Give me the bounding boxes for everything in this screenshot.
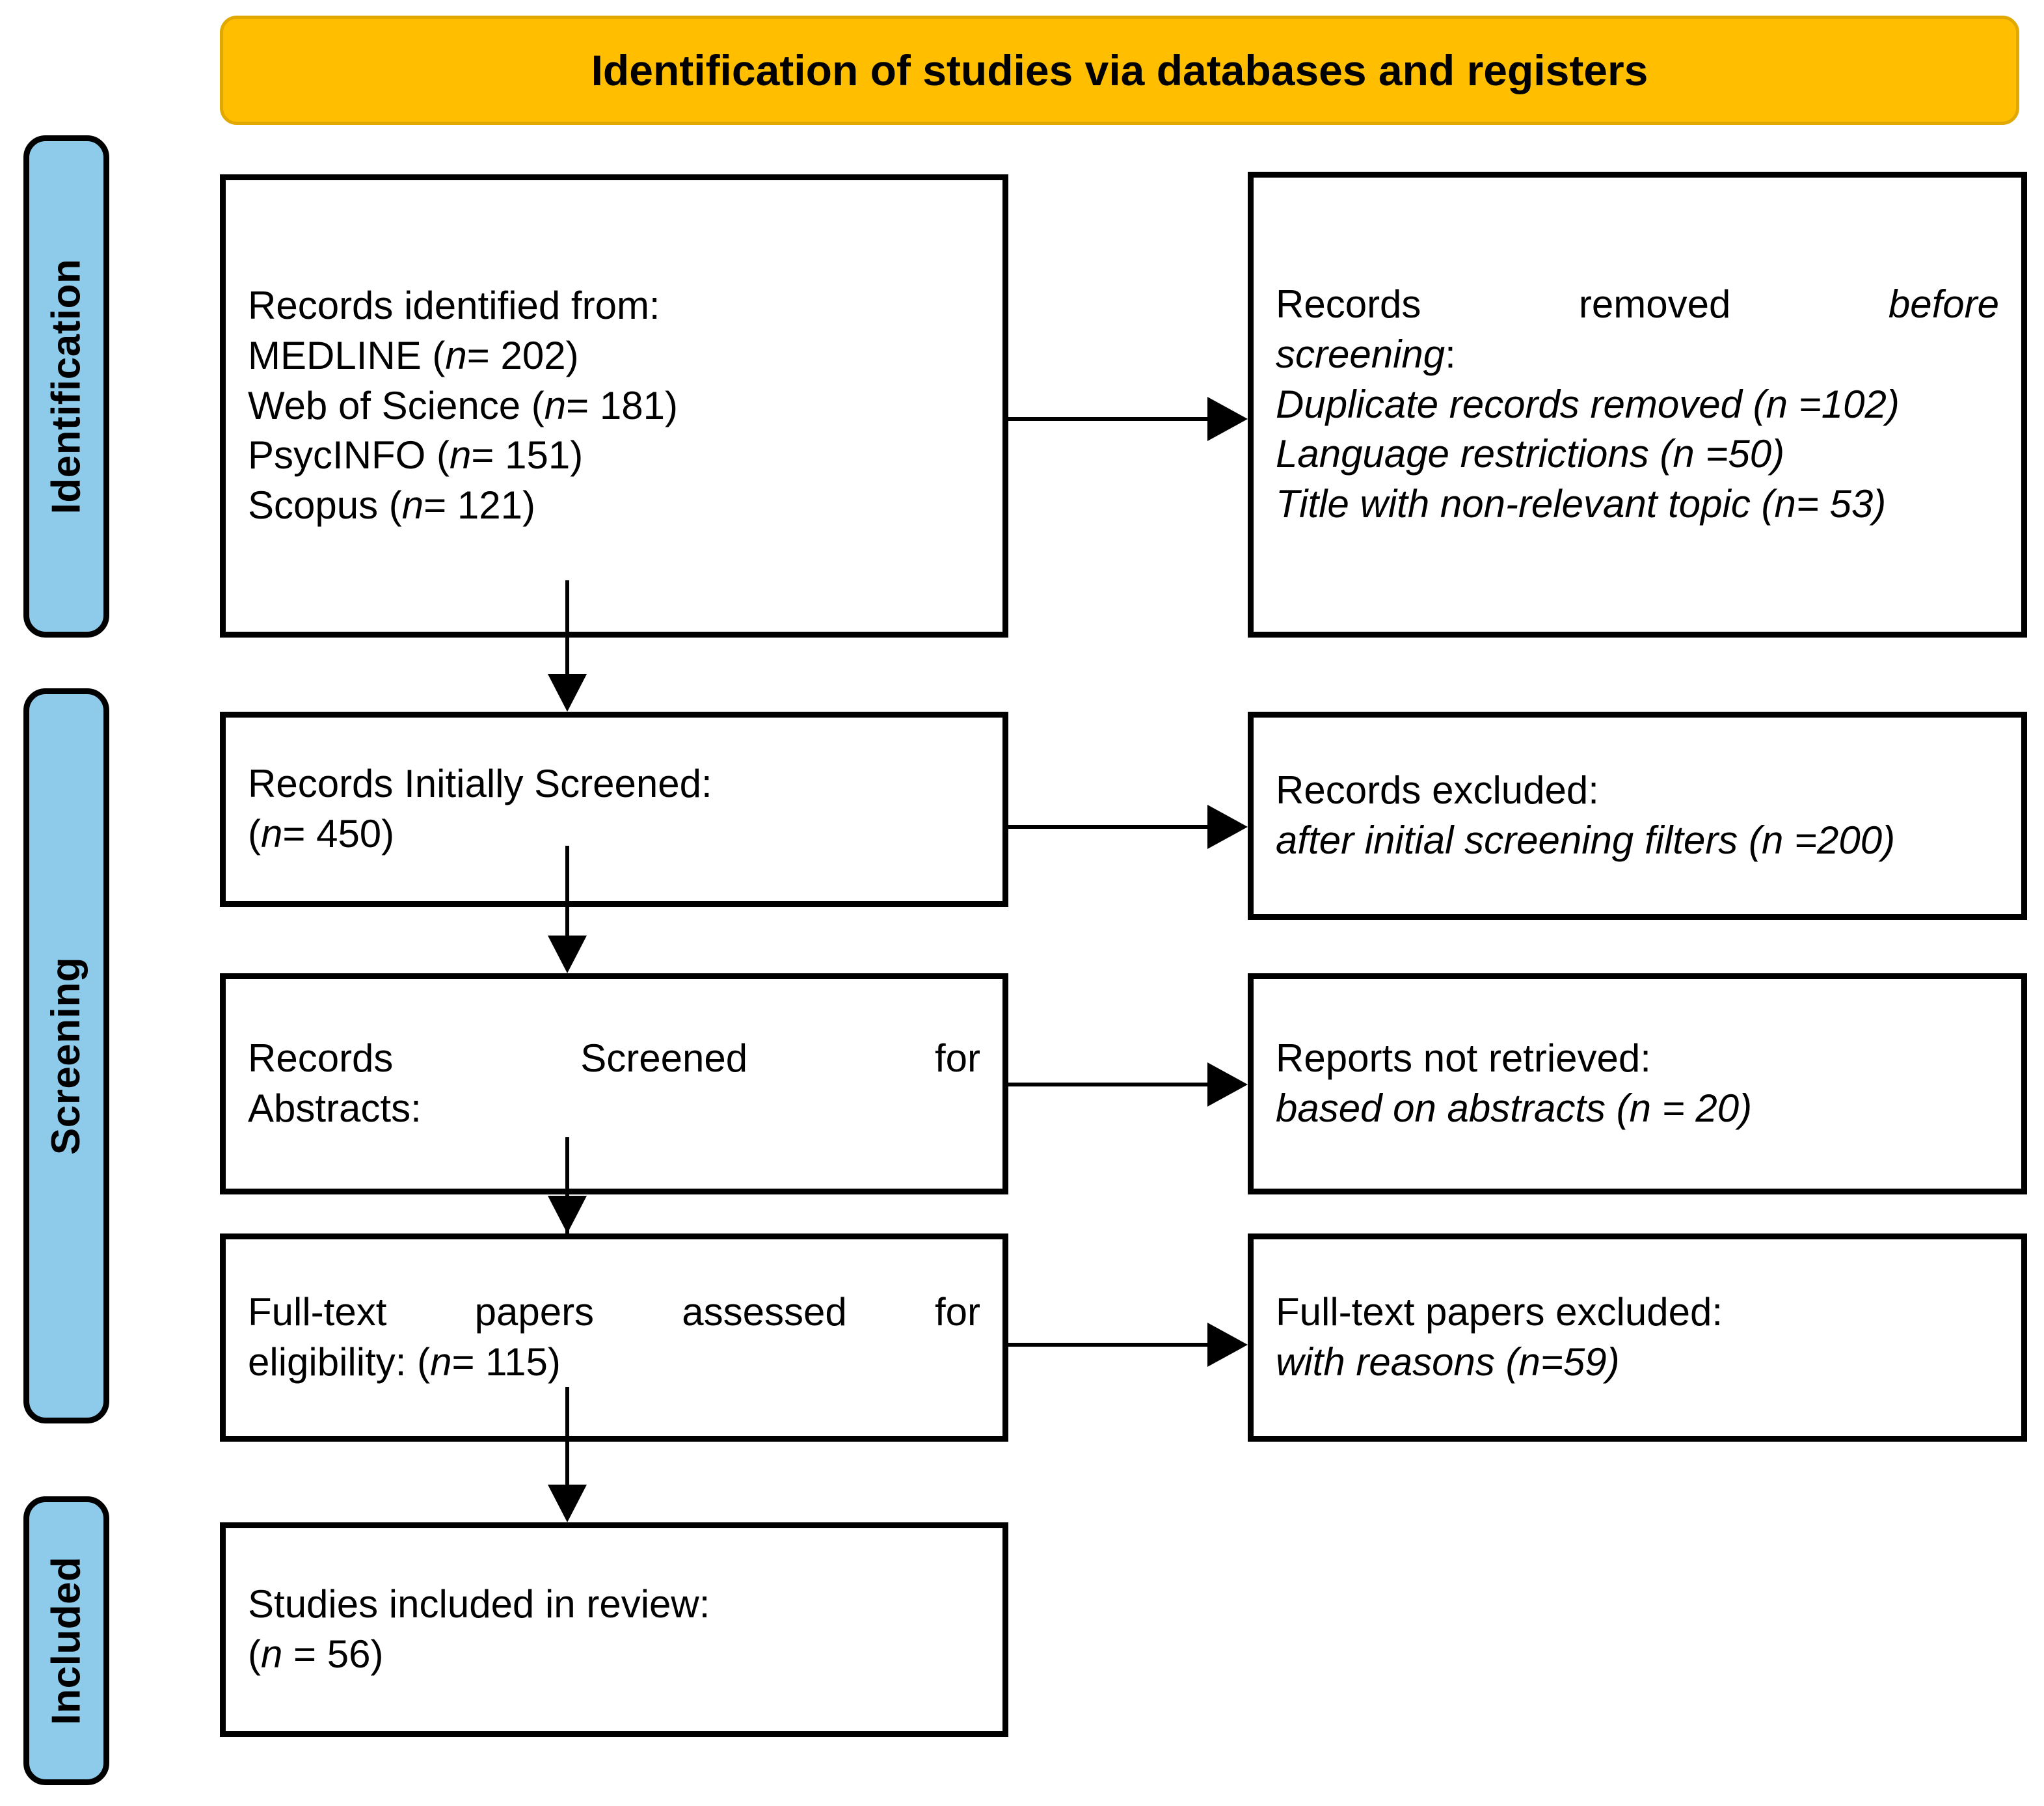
not-retrieved-detail: based on abstracts (n = 20)	[1276, 1086, 1753, 1130]
removed-line2: screening:	[1276, 332, 1456, 376]
box-fulltext-assessed: Full-text papers assessed for eligibilit…	[220, 1233, 1008, 1442]
fulltext-excluded-detail: with reasons (n=59)	[1276, 1340, 1620, 1384]
phase-label-screening: Screening	[44, 956, 88, 1155]
source-medline: MEDLINE (n= 202)	[248, 333, 579, 377]
diagram-title-banner: Identification of studies via databases …	[220, 16, 2019, 125]
phase-label-included: Included	[44, 1556, 88, 1725]
removed-reason-duplicates: Duplicate records removed (n =102)	[1276, 382, 1900, 426]
connector-identified-to-removed	[1008, 417, 1210, 421]
connector-initial-to-excluded	[1008, 825, 1210, 829]
connector-abstracts-to-notretrieved	[1008, 1083, 1210, 1086]
phase-label-identification: Identification	[44, 258, 88, 515]
box-records-identified: Records identified from: MEDLINE (n= 202…	[220, 174, 1008, 638]
connector-abstracts-to-fulltext	[565, 1137, 569, 1233]
n-symbol: n	[260, 812, 283, 856]
box-records-initially-screened: Records Initially Screened: (n= 450)	[220, 712, 1008, 907]
arrowhead-identified-to-initial	[548, 674, 587, 712]
arrowhead-fulltext-to-ftexcluded	[1207, 1323, 1248, 1367]
fulltext-assessed-line2: eligibility: (n= 115)	[248, 1340, 561, 1384]
n-symbol: n	[544, 383, 567, 427]
arrowhead-abstracts-to-fulltext	[548, 1196, 587, 1233]
initial-screened-count: (n= 450)	[248, 812, 395, 856]
connector-fulltext-to-ftexcluded	[1008, 1343, 1210, 1347]
not-retrieved-heading: Reports not retrieved:	[1276, 1036, 1651, 1081]
connector-fulltext-to-included	[565, 1387, 569, 1515]
source-name: PsycINFO	[248, 433, 426, 478]
removed-line1: Records removed before	[1276, 282, 1999, 326]
connector-initial-to-abstracts	[565, 846, 569, 942]
n-symbol: n	[260, 1632, 283, 1676]
included-count: (n = 56)	[248, 1632, 384, 1676]
fulltext-excluded-heading: Full-text papers excluded:	[1276, 1290, 1723, 1334]
fulltext-assessed-line1: Full-text papers assessed for	[248, 1290, 981, 1334]
box-studies-included: Studies included in review: (n = 56)	[220, 1522, 1008, 1737]
source-scopus: Scopus (n= 121)	[248, 483, 535, 528]
box-records-excluded: Records excluded: after initial screenin…	[1248, 712, 2027, 920]
n-symbol: n	[450, 433, 472, 478]
initial-screened-heading: Records Initially Screened:	[248, 762, 712, 806]
box-records-screened-for-abstracts: Records Screened for Abstracts:	[220, 973, 1008, 1194]
source-count: = 121	[424, 483, 522, 528]
included-heading: Studies included in review:	[248, 1582, 710, 1626]
n-symbol: n	[445, 333, 467, 377]
records-excluded-heading: Records excluded:	[1276, 768, 1599, 813]
records-excluded-detail: after initial screening filters (n =200)	[1276, 818, 1896, 862]
connector-identified-to-initial	[565, 580, 569, 678]
phase-screening: Screening	[23, 688, 109, 1423]
abstracts-screened-line2: Abstracts:	[248, 1086, 422, 1130]
arrowhead-fulltext-to-included	[548, 1485, 587, 1522]
box-fulltext-excluded: Full-text papers excluded: with reasons …	[1248, 1233, 2027, 1442]
source-count: = 151	[471, 433, 571, 478]
phase-identification: Identification	[23, 135, 109, 638]
source-count: = 181	[566, 383, 665, 427]
removed-reason-title: Title with non-relevant topic (n= 53)	[1276, 482, 1887, 526]
arrowhead-initial-to-abstracts	[548, 936, 587, 973]
arrowhead-abstracts-to-notretrieved	[1207, 1062, 1248, 1107]
source-name: Scopus	[248, 483, 379, 528]
n-symbol: n	[430, 1340, 452, 1384]
source-name: Web of Science	[248, 383, 521, 427]
box-records-removed-before-screening: Records removed before screening: Duplic…	[1248, 172, 2027, 638]
source-psycinfo: PsycINFO (n= 151)	[248, 433, 584, 478]
box-reports-not-retrieved: Reports not retrieved: based on abstract…	[1248, 973, 2027, 1194]
records-identified-heading: Records identified from:	[248, 284, 660, 327]
source-count: = 202	[466, 333, 566, 377]
source-web-of-science: Web of Science (n= 181)	[248, 383, 678, 427]
removed-reason-language: Language restrictions (n =50)	[1276, 432, 1785, 476]
source-name: MEDLINE	[248, 333, 422, 377]
arrowhead-identified-to-removed	[1207, 397, 1248, 441]
n-symbol: n	[401, 483, 424, 528]
page-title: Identification of studies via databases …	[591, 46, 1648, 94]
abstracts-screened-line1: Records Screened for	[248, 1036, 980, 1081]
phase-included: Included	[23, 1496, 109, 1785]
arrowhead-initial-to-excluded	[1207, 805, 1248, 849]
